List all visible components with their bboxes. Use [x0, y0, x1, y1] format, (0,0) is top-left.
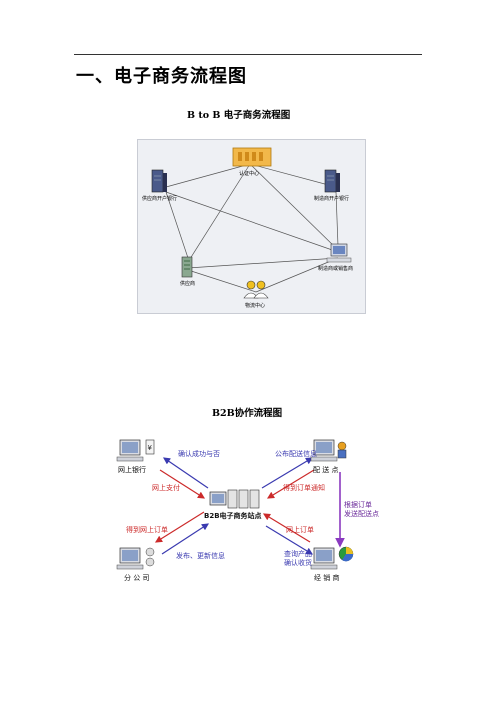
cert-center-icon — [232, 147, 272, 167]
online-order-label: 网上订单 — [286, 526, 314, 534]
b2b-diagram-lines — [151, 147, 352, 299]
b2b-center-server-icon — [209, 489, 260, 509]
logistics-people-icon — [243, 280, 269, 299]
supplier-bank-label: 供应商开户银行 — [142, 196, 178, 202]
publish-shipping-label: 公布配送信息 — [275, 450, 317, 458]
dealer-label: 经 销 商 — [314, 574, 340, 582]
logistics-label: 物流中心 — [245, 303, 266, 309]
by-order-label-2: 发送配送点 — [344, 510, 379, 518]
received-order-label: 得到网上订单 — [126, 526, 168, 534]
supplier-bank-server-icon — [151, 169, 167, 193]
page-title: 一、电子商务流程图 — [76, 66, 247, 87]
online-bank-label: 网上银行 — [118, 466, 146, 474]
by-order-label-1: 根据订单 — [344, 501, 372, 509]
publish-update-label: 发布、更新信息 — [176, 552, 225, 560]
supplier-label: 供应商 — [180, 281, 196, 287]
query-product-label: 查询产品 — [284, 550, 312, 558]
b2b-collab-arrows: ¥ — [116, 439, 354, 570]
fig2-caption: B2B协作流程图 — [212, 408, 283, 419]
maker-bank-label: 制造商开户银行 — [314, 196, 350, 202]
fig1-caption: B to B 电子商务流程图 — [187, 110, 291, 121]
b2b-diagram: 认证中心 供应商开户银行 制造商开户银行 供应商 制造商或销售商 物流中心 — [137, 139, 366, 314]
confirm-receipt-label: 确认收货 — [284, 559, 312, 567]
branch-office-label: 分 公 司 — [124, 574, 150, 582]
maker-label: 制造商或销售商 — [318, 266, 354, 272]
distribution-point-icon — [310, 439, 347, 462]
maker-computer-icon — [326, 243, 352, 263]
svg-text:¥: ¥ — [148, 444, 153, 452]
online-pay-label: 网上支付 — [152, 484, 180, 492]
maker-bank-server-icon — [324, 169, 340, 193]
b2b-center-label: B2B电子商务站点 — [204, 512, 262, 520]
distribution-point-label: 配 送 点 — [313, 466, 339, 474]
confirm-label: 确认成功与否 — [178, 450, 220, 458]
online-bank-icon: ¥ — [116, 439, 155, 462]
b2b-collab-diagram: ¥ — [112, 430, 384, 590]
dealer-icon — [310, 546, 354, 570]
cert-center-label: 认证中心 — [239, 171, 260, 177]
supplier-tower-icon — [181, 256, 193, 278]
branch-office-icon — [116, 547, 155, 570]
header-rule — [74, 54, 422, 55]
order-notice-label: 得到订单通知 — [283, 484, 325, 492]
